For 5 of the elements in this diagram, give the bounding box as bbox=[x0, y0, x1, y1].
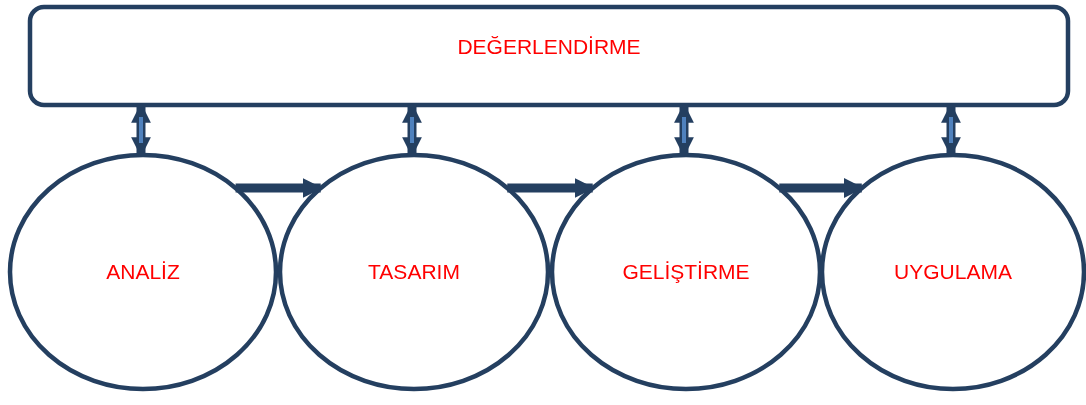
phase-label: TASARIM bbox=[368, 260, 460, 284]
phase-label: ANALİZ bbox=[106, 260, 180, 284]
phase-label: GELİŞTİRME bbox=[622, 260, 750, 284]
phase-label: DEĞERLENDİRME bbox=[457, 35, 641, 59]
phase-label: UYGULAMA bbox=[894, 260, 1012, 284]
